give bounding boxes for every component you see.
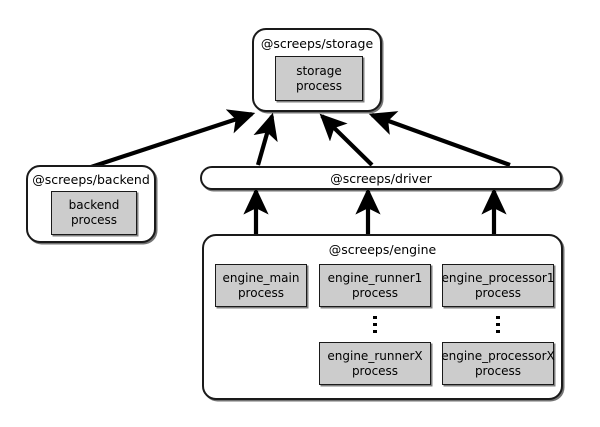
engine-main-process-name: engine_main <box>222 270 300 285</box>
backend-container-label: @screeps/backend <box>32 172 150 187</box>
engine-processor-ellipsis-icon <box>493 316 503 333</box>
engine-runnerx-process-box[interactable]: engine_runnerX process <box>319 342 431 385</box>
engine-runner-ellipsis-icon <box>370 316 380 333</box>
arrow-driver-to-storage-middle <box>319 113 374 167</box>
engine-runner1-process-name: engine_runner1 <box>327 270 423 285</box>
backend-container[interactable]: @screeps/backend backend process <box>26 165 156 243</box>
ellipsis-dot <box>373 329 377 333</box>
storage-container-label: @screeps/storage <box>260 36 374 51</box>
ellipsis-dot <box>496 329 500 333</box>
arrow-driver-to-storage-right <box>368 111 511 167</box>
storage-process-name: storage <box>296 63 342 78</box>
engine-container-label: @screeps/engine <box>328 242 437 257</box>
engine-runnerx-process-name: engine_runnerX <box>327 348 423 363</box>
engine-container[interactable]: @screeps/engine engine_main process engi… <box>202 234 563 400</box>
backend-process-kind: process <box>70 213 118 227</box>
ellipsis-dot <box>496 316 500 320</box>
driver-container[interactable]: @screeps/driver <box>200 166 562 190</box>
backend-process-name: backend <box>68 198 120 212</box>
backend-process-box[interactable]: backend process <box>51 191 137 235</box>
arrow-driver-to-storage-left <box>253 112 278 166</box>
storage-process-box[interactable]: storage process <box>275 56 363 101</box>
driver-container-label: @screeps/driver <box>330 170 432 186</box>
engine-processorx-process-name: engine_processorX <box>441 348 555 363</box>
ellipsis-dot <box>496 322 500 327</box>
engine-processor1-process-kind: process <box>474 285 522 300</box>
ellipsis-dot <box>373 322 377 327</box>
arrow-backend-to-storage <box>87 109 256 170</box>
engine-main-process-box[interactable]: engine_main process <box>215 264 307 307</box>
engine-main-process-kind: process <box>237 285 285 300</box>
engine-processor1-process-box[interactable]: engine_processor1 process <box>442 264 554 307</box>
engine-runnerx-process-kind: process <box>351 363 399 378</box>
storage-process-kind: process <box>295 78 343 93</box>
storage-container[interactable]: @screeps/storage storage process <box>252 28 382 112</box>
ellipsis-dot <box>373 316 377 320</box>
engine-processorx-process-kind: process <box>474 363 522 378</box>
engine-runner1-process-kind: process <box>351 285 399 300</box>
engine-processorx-process-box[interactable]: engine_processorX process <box>441 342 555 385</box>
engine-runner1-process-box[interactable]: engine_runner1 process <box>319 264 431 307</box>
engine-processor1-process-name: engine_processor1 <box>441 270 555 285</box>
